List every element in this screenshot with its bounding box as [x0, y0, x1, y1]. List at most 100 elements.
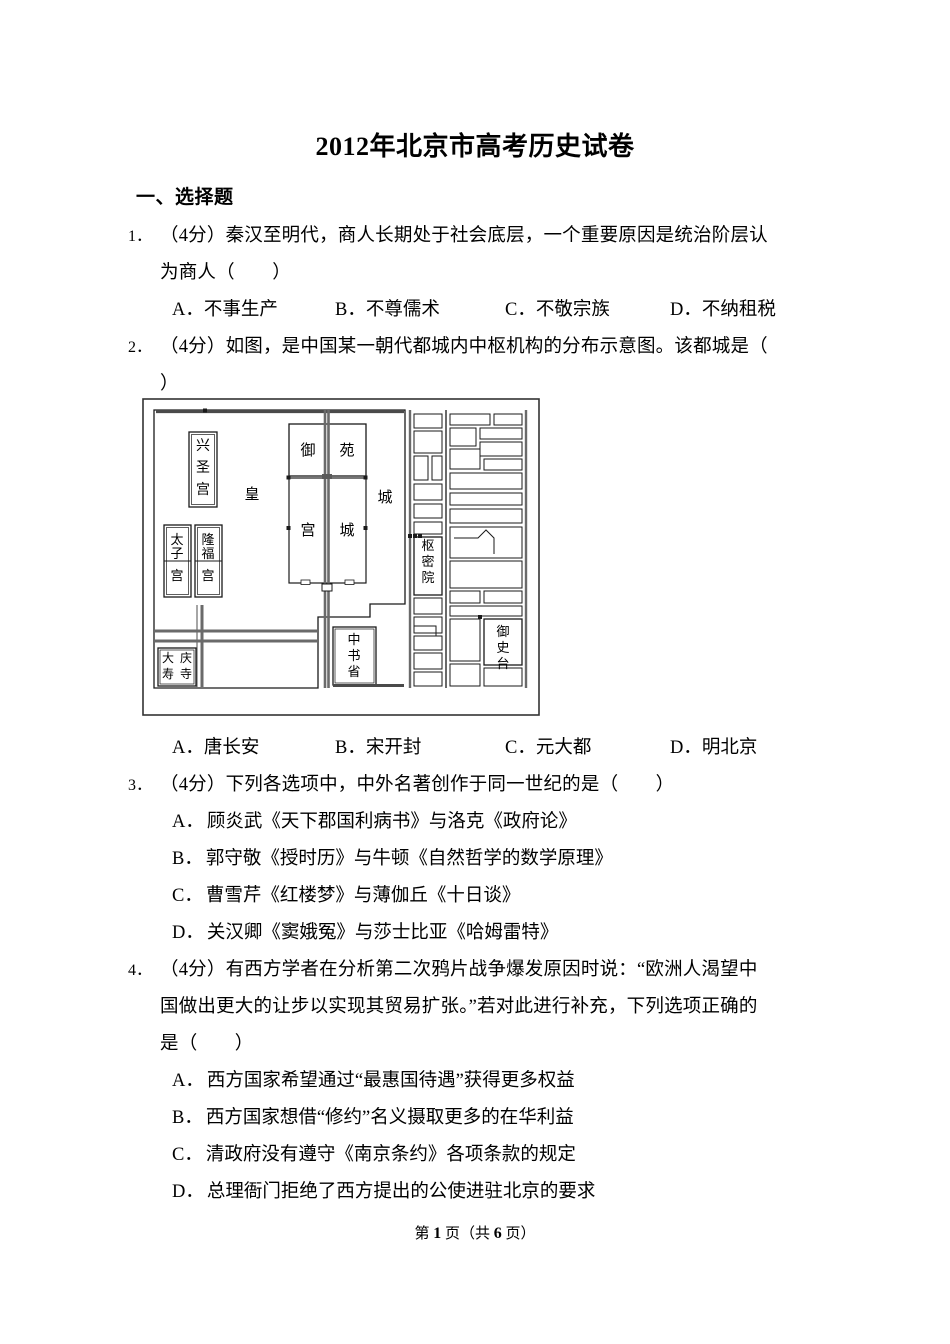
question-4-option-c[interactable]: C．清政府没有遵守《南京条约》各项条款的规定: [128, 1137, 833, 1174]
label-gong: 宫: [300, 522, 315, 539]
question-2-stem-line-1: 2． （4分）如图，是中国某一朝代都城内中枢机构的分布示意图。该都城是（: [128, 329, 833, 366]
question-2-score: （4分）: [160, 337, 226, 357]
option-text-c: 不敬宗族: [535, 300, 610, 320]
option-text-b: 西方国家想借“修约”名义摄取更多的在华利益: [205, 1108, 574, 1128]
label-yu: 御: [300, 442, 315, 459]
capital-city-diagram: 兴 圣 宫 皇 城 太 子 宫 隆 福 宫 御 苑 宫 城: [142, 398, 540, 716]
label-yuan: 苑: [339, 442, 354, 459]
option-letter-c: C．: [172, 1145, 203, 1165]
footer-total-pages: 6: [493, 1225, 502, 1242]
zhongshu-province-block: [332, 626, 404, 687]
question-3-option-b[interactable]: B．郭守敬《授时历》与牛顿《自然哲学的数学原理》: [128, 841, 833, 878]
question-1-option-c[interactable]: C．不敬宗族: [505, 292, 670, 329]
option-text-d: 总理衙门拒绝了西方提出的公使进驻北京的要求: [206, 1182, 596, 1202]
question-4-stem-line-2: 国做出更大的让步以实现其贸易扩张。”若对此进行补充，下列选项正确的: [160, 997, 758, 1017]
question-2-option-b[interactable]: B．宋开封: [335, 730, 505, 767]
question-2: 2． （4分）如图，是中国某一朝代都城内中枢机构的分布示意图。该都城是（ ）: [128, 329, 833, 403]
label-taizi-1: 太: [170, 532, 183, 547]
question-3-number: 3．: [128, 777, 153, 794]
label-si: 寺: [180, 667, 192, 681]
question-1-score: （4分）: [160, 226, 226, 246]
question-1-options: A．不事生产 B．不尊儒术 C．不敬宗族 D．不纳租税: [128, 292, 833, 329]
taizi-palace-block: [163, 524, 192, 598]
option-letter-a: A．: [172, 738, 204, 758]
label-zhongshu-1: 中: [347, 632, 360, 647]
page-title: 2012年北京市高考历史试卷: [315, 132, 635, 161]
eastern-wards: [408, 410, 528, 688]
option-letter-c: C．: [505, 738, 536, 758]
label-shou: 寿: [162, 667, 174, 681]
daqingshou-temple-block: [157, 647, 197, 687]
section-heading: 一、选择题: [136, 187, 234, 208]
question-4-stem-line-1: 4． （4分）有西方学者在分析第二次鸦片战争爆发原因时说：“欧洲人渴望中: [128, 952, 833, 989]
label-xingsheng-gong-2: 圣: [196, 460, 210, 476]
option-letter-b: B．: [335, 738, 366, 758]
question-2-stem-text-1: 如图，是中国某一朝代都城内中枢机构的分布示意图。该都城是（: [225, 337, 768, 357]
question-4-option-a[interactable]: A．西方国家希望通过“最惠国待遇”获得更多权益: [128, 1063, 833, 1100]
option-text-b: 宋开封: [365, 738, 422, 758]
label-taizi-2: 子: [170, 546, 183, 561]
label-taizi-3: 宫: [170, 568, 183, 583]
question-1: 1． （4分）秦汉至明代，商人长期处于社会底层，一个重要原因是统治阶层认 为商人…: [128, 218, 833, 329]
option-text-b: 郭守敬《授时历》与牛顿《自然哲学的数学原理》: [205, 849, 613, 869]
question-1-stem-line-1: 1． （4分）秦汉至明代，商人长期处于社会底层，一个重要原因是统治阶层认: [128, 218, 833, 255]
question-3-option-c[interactable]: C．曹雪芹《红楼梦》与薄伽丘《十日谈》: [128, 878, 833, 915]
question-1-option-d[interactable]: D．不纳租税: [670, 292, 776, 329]
question-4-stem-line-3: 是（ ）: [160, 1034, 254, 1054]
option-letter-c: C．: [505, 300, 536, 320]
question-3-option-a[interactable]: A．顾炎武《天下郡国利病书》与洛克《政府论》: [128, 804, 833, 841]
label-yushi-3: 台: [496, 656, 509, 671]
option-text-d: 明北京: [701, 738, 758, 758]
footer-current-page: 1: [433, 1225, 442, 1242]
question-4-option-d[interactable]: D．总理衙门拒绝了西方提出的公使进驻北京的要求: [128, 1174, 833, 1211]
question-4: 4． （4分）有西方学者在分析第二次鸦片战争爆发原因时说：“欧洲人渴望中 国做出…: [128, 952, 833, 1211]
question-1-option-a[interactable]: A．不事生产: [172, 292, 335, 329]
page-footer: 第 1 页（共 6 页）: [0, 1222, 950, 1243]
option-letter-b: B．: [172, 849, 203, 869]
label-shumi-1: 枢: [421, 538, 434, 553]
option-letter-d: D．: [670, 738, 702, 758]
option-text-c: 曹雪芹《红楼梦》与薄伽丘《十日谈》: [205, 886, 521, 906]
label-yushi-1: 御: [496, 624, 509, 639]
question-2-options-block: A．唐长安 B．宋开封 C．元大都 D．明北京: [128, 730, 833, 767]
question-4-number: 4．: [128, 962, 153, 979]
question-2-number: 2．: [128, 339, 153, 356]
label-longfu-2: 福: [201, 546, 214, 561]
option-text-c: 清政府没有遵守《南京条约》各项条款的规定: [205, 1145, 576, 1165]
footer-middle: 页（共: [444, 1226, 490, 1242]
question-2-options: A．唐长安 B．宋开封 C．元大都 D．明北京: [128, 730, 833, 767]
question-2-option-d[interactable]: D．明北京: [670, 730, 757, 767]
question-2-option-c[interactable]: C．元大都: [505, 730, 670, 767]
question-1-stem-text-1: 秦汉至明代，商人长期处于社会底层，一个重要原因是统治阶层认: [225, 226, 768, 246]
option-letter-a: A．: [172, 1071, 204, 1091]
option-letter-d: D．: [172, 923, 204, 943]
xingsheng-palace-block: [188, 431, 218, 508]
label-cheng-inner: 城: [339, 522, 354, 539]
option-text-b: 不尊儒术: [365, 300, 440, 320]
option-letter-a: A．: [172, 812, 204, 832]
label-yushi-2: 史: [496, 640, 509, 655]
label-da: 大: [162, 651, 174, 665]
option-letter-d: D．: [670, 300, 702, 320]
option-letter-b: B．: [172, 1108, 203, 1128]
question-4-stem-text-1: 有西方学者在分析第二次鸦片战争爆发原因时说：“欧洲人渴望中: [225, 960, 758, 980]
option-text-d: 不纳租税: [701, 300, 776, 320]
question-4-option-b[interactable]: B．西方国家想借“修约”名义摄取更多的在华利益: [128, 1100, 833, 1137]
label-xingsheng-gong-1: 兴: [196, 438, 210, 454]
question-3-stem-line-1: 3． （4分）下列各选项中，中外名著创作于同一世纪的是（ ）: [128, 767, 833, 804]
option-letter-d: D．: [172, 1182, 204, 1202]
option-text-a: 顾炎武《天下郡国利病书》与洛克《政府论》: [206, 812, 577, 832]
question-2-option-a[interactable]: A．唐长安: [172, 730, 335, 767]
label-huang: 皇: [244, 486, 259, 503]
question-3-option-d[interactable]: D．关汉卿《窦娥冤》与莎士比亚《哈姆雷特》: [128, 915, 833, 952]
question-1-number: 1．: [128, 228, 153, 245]
label-longfu-1: 隆: [201, 532, 214, 547]
question-1-stem-line-2: 为商人（ ）: [160, 263, 291, 283]
footer-suffix: 页）: [505, 1226, 536, 1242]
option-text-a: 不事生产: [203, 300, 278, 320]
palace-city-block: [286, 475, 368, 585]
question-3: 3． （4分）下列各选项中，中外名著创作于同一世纪的是（ ） A．顾炎武《天下郡…: [128, 767, 833, 952]
question-1-option-b[interactable]: B．不尊儒术: [335, 292, 505, 329]
label-zhongshu-2: 书: [347, 648, 360, 663]
